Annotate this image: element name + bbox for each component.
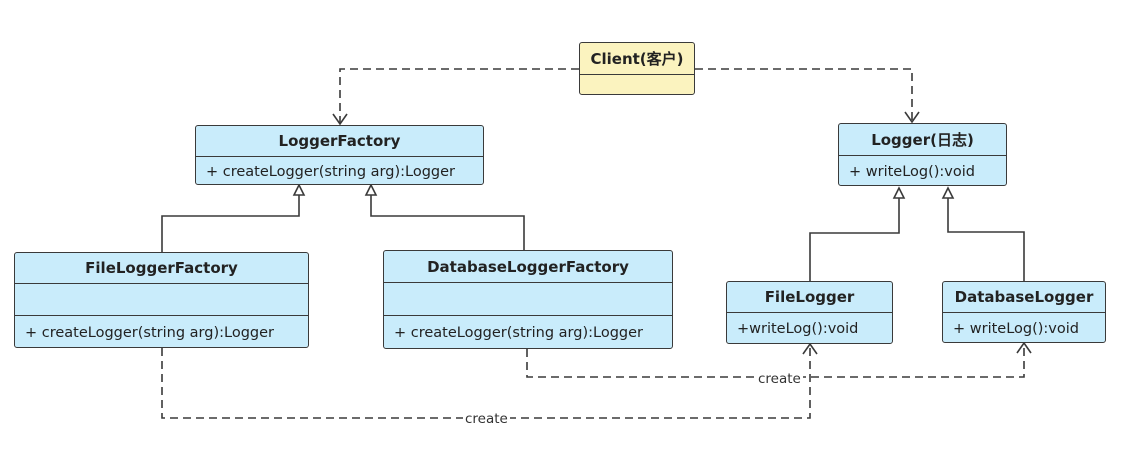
edge-dbfactory-inherits <box>370 195 525 250</box>
edge-filefactory-creates-filelogger <box>161 344 811 419</box>
databaseloggerfactory-class-title: DatabaseLoggerFactory <box>427 257 629 276</box>
loggerfactory-class-box[interactable]: LoggerFactory + createLogger(string arg)… <box>195 125 484 185</box>
client-class-section <box>580 74 694 94</box>
databaselogger-method: + writeLog():void <box>943 312 1105 342</box>
fileloggerfactory-class-box[interactable]: FileLoggerFactory + createLogger(string … <box>14 252 309 348</box>
loggerfactory-method: + createLogger(string arg):Logger <box>196 156 483 184</box>
loggerfactory-class-title: LoggerFactory <box>278 132 401 150</box>
databaselogger-class-box[interactable]: DatabaseLogger + writeLog():void <box>942 281 1106 343</box>
inheritance-triangle <box>364 183 378 196</box>
databaseloggerfactory-class-box[interactable]: DatabaseLoggerFactory + createLogger(str… <box>383 250 673 349</box>
fileloggerfactory-class-title: FileLoggerFactory <box>85 259 238 277</box>
edge-filefactory-inherits <box>161 195 300 252</box>
databaselogger-class-title: DatabaseLogger <box>954 288 1094 306</box>
client-class-title: Client(客户) <box>590 50 684 68</box>
create-label: create <box>756 371 803 387</box>
inheritance-triangle <box>292 183 306 196</box>
edge-client-to-logger <box>695 68 913 122</box>
filelogger-method: +writeLog():void <box>727 312 892 343</box>
edge-client-to-loggerfactory <box>339 68 579 124</box>
logger-class-box[interactable]: Logger(日志) + writeLog():void <box>838 123 1007 186</box>
filelogger-class-box[interactable]: FileLogger +writeLog():void <box>726 281 893 344</box>
arrowhead-open <box>332 113 348 126</box>
edge-filelogger-inherits <box>809 198 900 281</box>
databaseloggerfactory-attributes <box>384 282 672 315</box>
fileloggerfactory-method: + createLogger(string arg):Logger <box>15 315 308 347</box>
create-label: create <box>463 411 510 427</box>
arrowhead-open <box>1016 341 1032 354</box>
arrowhead-open <box>904 111 920 124</box>
edge-dblogger-inherits <box>947 198 1025 281</box>
arrowhead-open <box>802 342 818 355</box>
inheritance-triangle <box>941 186 955 199</box>
logger-method: + writeLog():void <box>839 155 1006 185</box>
filelogger-class-title: FileLogger <box>764 288 855 306</box>
inheritance-triangle <box>892 186 906 199</box>
fileloggerfactory-attributes <box>15 283 308 315</box>
client-class-box[interactable]: Client(客户) <box>579 42 695 95</box>
logger-class-title: Logger(日志) <box>871 131 974 149</box>
databaseloggerfactory-method: + createLogger(string arg):Logger <box>384 315 672 348</box>
